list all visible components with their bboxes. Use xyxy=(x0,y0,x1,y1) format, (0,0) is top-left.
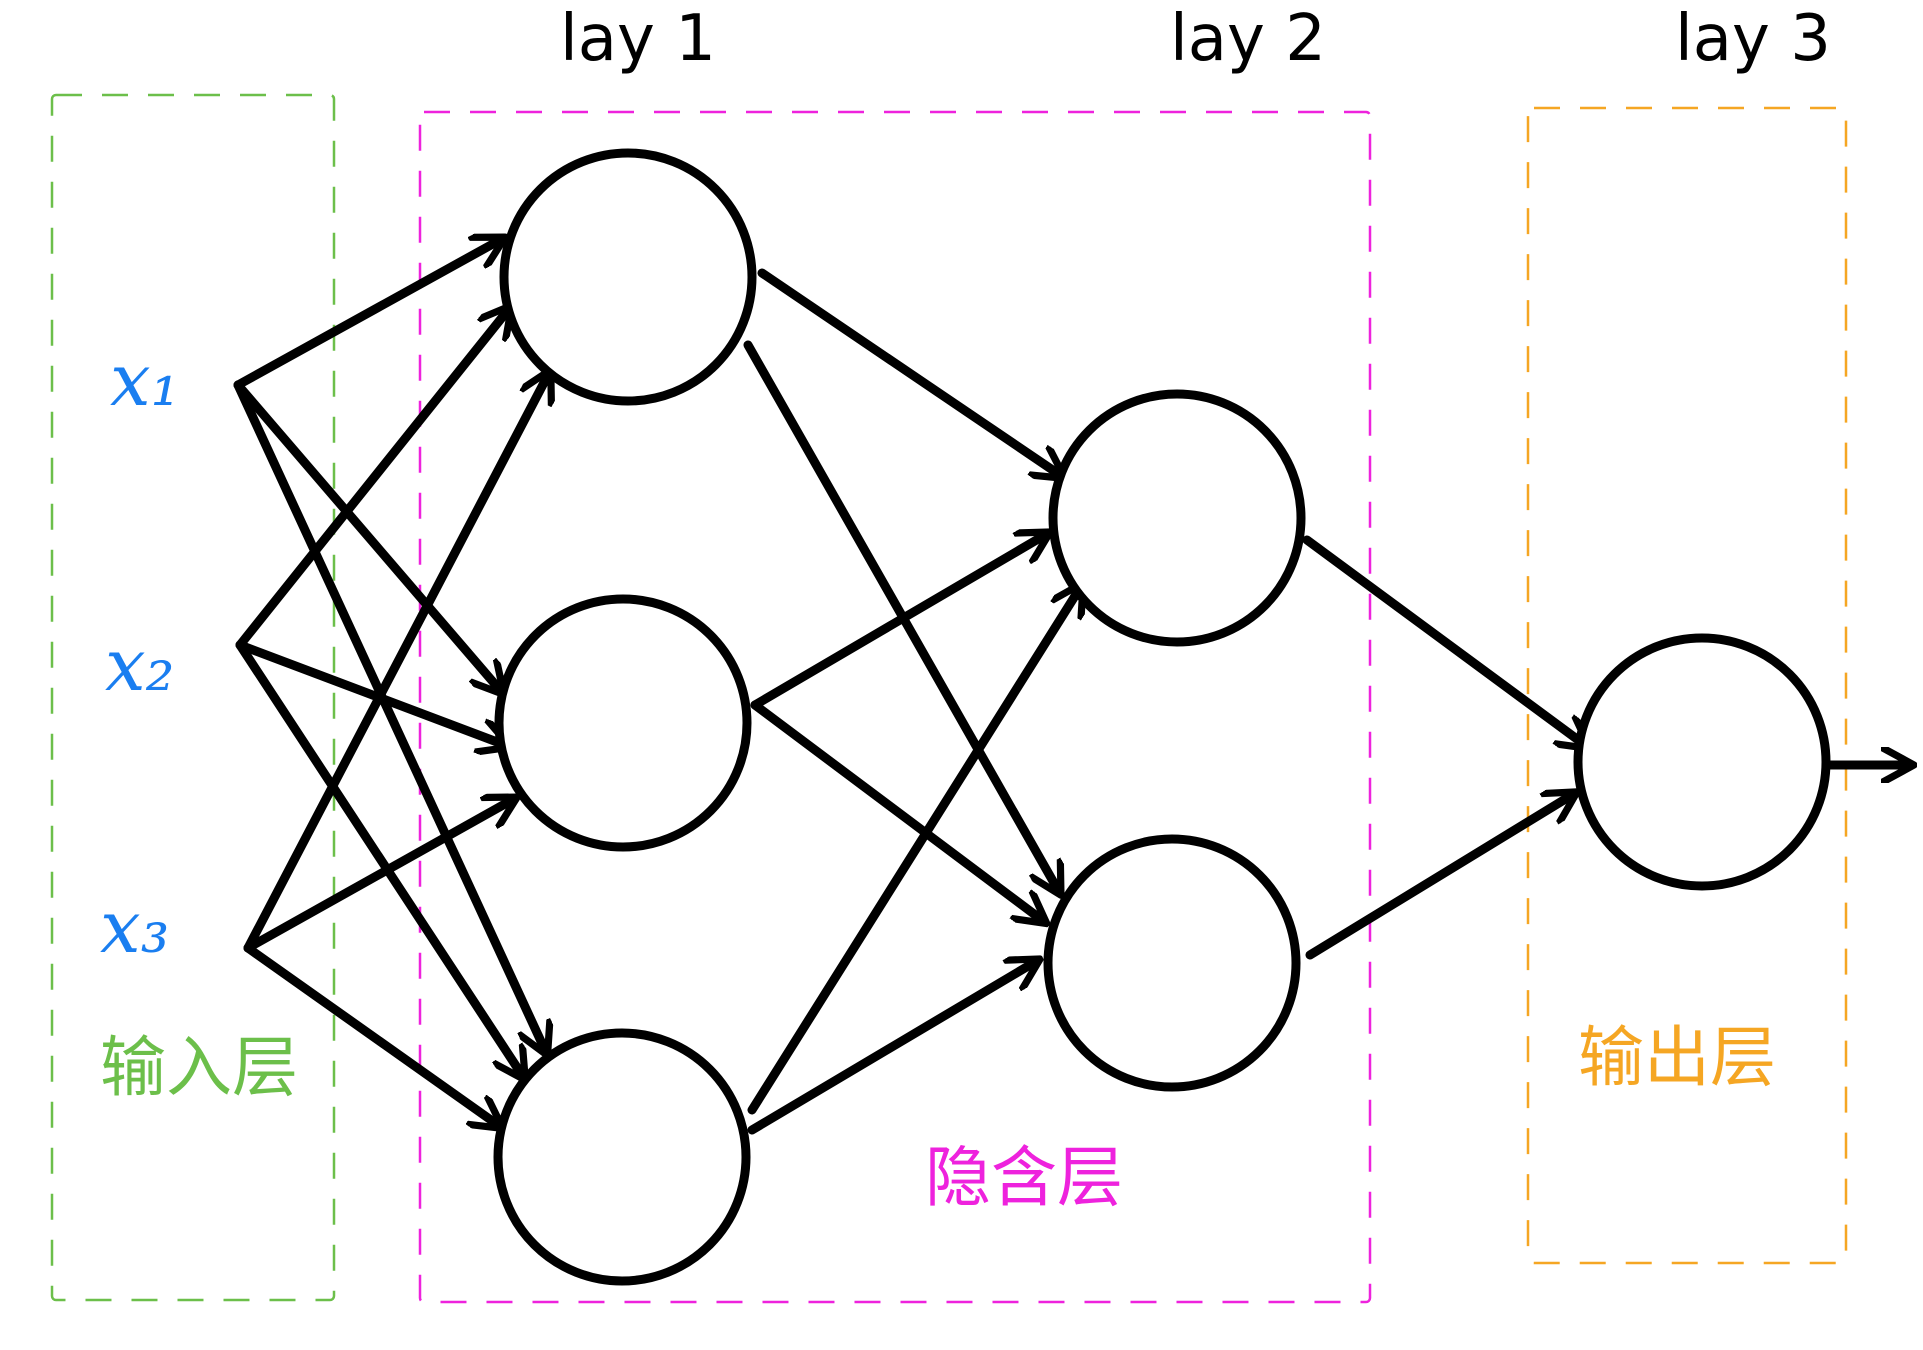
edge-h3-a2 xyxy=(747,962,1035,1135)
neuron-l2-1 xyxy=(1048,389,1306,647)
edge-x3-h3 xyxy=(243,943,498,1125)
edges-layer1-to-layer2 xyxy=(743,268,1080,1135)
input-x3-label: x₃ xyxy=(100,885,169,969)
edges-layer2-to-output xyxy=(1302,535,1908,960)
input-layer-box xyxy=(50,93,336,1302)
layer-3-title: lay 3 xyxy=(1675,2,1831,76)
edges-input-to-layer1 xyxy=(233,240,548,1125)
layer-2-title: lay 2 xyxy=(1170,2,1326,76)
edge-h2-a2 xyxy=(750,700,1042,920)
edge-x2-h3 xyxy=(235,640,522,1075)
edge-x3-h1 xyxy=(243,375,548,953)
edge-x2-h1 xyxy=(235,310,508,650)
edge-h2-a1 xyxy=(750,535,1045,710)
neuron-l1-2 xyxy=(494,594,752,852)
edge-a2-out xyxy=(1305,795,1572,960)
layer-3-neurons xyxy=(1573,633,1831,891)
edge-x1-h3 xyxy=(233,380,545,1050)
output-layer-label: 输出层 xyxy=(1578,1019,1776,1096)
neuron-l1-1 xyxy=(499,148,757,406)
input-layer-label: 输入层 xyxy=(100,1029,298,1106)
layer-1-title: lay 1 xyxy=(560,2,716,76)
layer-1-neurons xyxy=(493,148,757,1286)
edge-x2-h2 xyxy=(235,640,505,745)
neuron-l3-1 xyxy=(1573,633,1831,891)
layer-2-neurons xyxy=(1043,389,1306,1092)
edge-x1-h1 xyxy=(233,240,500,390)
neuron-l1-3 xyxy=(493,1028,751,1286)
edge-a1-out xyxy=(1302,535,1585,745)
hidden-layer-box xyxy=(418,110,1372,1304)
edge-x1-h2 xyxy=(233,380,500,690)
input-x1-label: x₁ xyxy=(110,338,179,422)
edge-x3-h2 xyxy=(243,800,512,953)
neuron-l2-2 xyxy=(1043,834,1301,1092)
edge-h3-a1 xyxy=(747,588,1080,1115)
edge-h1-a1 xyxy=(757,268,1060,475)
output-layer-box xyxy=(1526,106,1848,1265)
input-x2-label: x₂ xyxy=(105,623,174,707)
hidden-layer-label: 隐含层 xyxy=(925,1139,1123,1216)
